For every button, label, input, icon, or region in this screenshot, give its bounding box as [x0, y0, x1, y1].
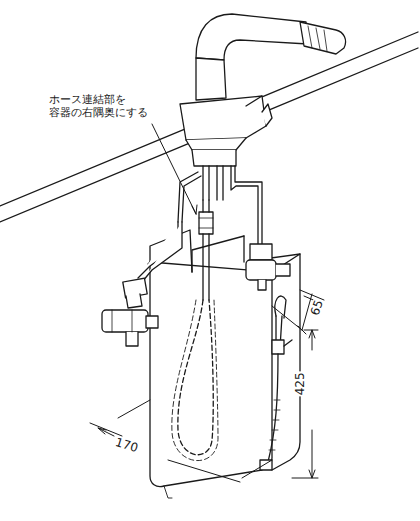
dimension-text: 170	[112, 436, 140, 456]
stop-valve-right	[246, 244, 290, 290]
power-cord	[260, 296, 292, 470]
countertop-edge	[0, 48, 418, 222]
note-text: ホース連結部を 容器の右隅奥にする	[48, 94, 162, 119]
leader-arrow	[192, 205, 197, 214]
dimension-170	[90, 400, 272, 482]
stop-valve-left	[102, 222, 182, 346]
faucet	[180, 14, 346, 166]
dimension-425	[292, 330, 318, 478]
hose-loop-hidden	[178, 300, 213, 455]
dimension-text: 425	[293, 372, 307, 397]
leader-line	[152, 124, 196, 214]
dimension-text: 65	[309, 298, 328, 319]
hose-connection	[199, 200, 213, 300]
container	[148, 230, 300, 498]
hose-loop-hidden	[172, 300, 218, 461]
